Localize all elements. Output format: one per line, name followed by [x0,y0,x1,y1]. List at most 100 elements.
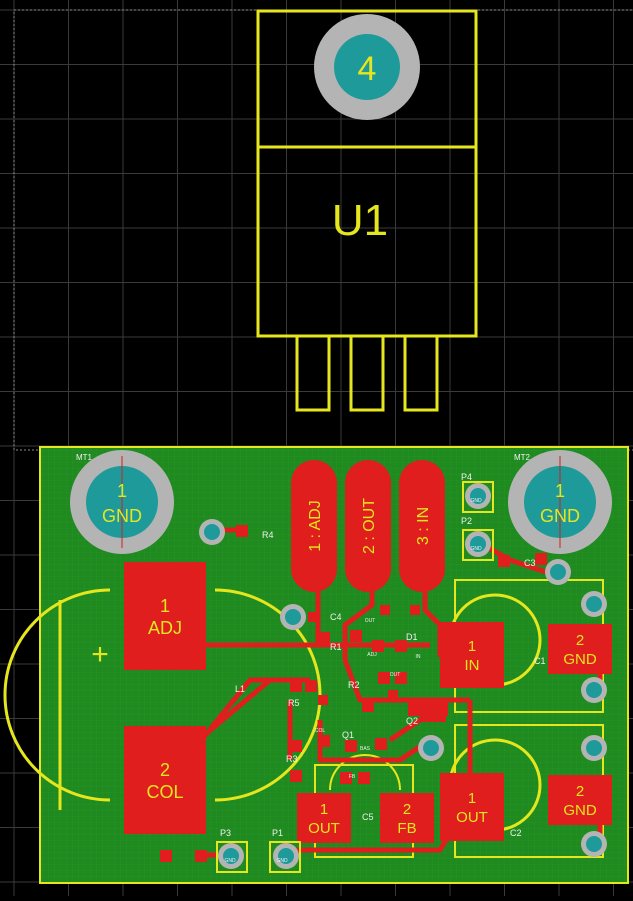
pad-net-label: OUT [365,618,376,624]
via-pads[interactable] [199,481,607,873]
header-outline [462,481,494,513]
large-pad-net: ADJ [148,618,182,638]
smd-pad[interactable] [388,690,398,700]
via[interactable] [586,682,602,698]
smd-pad[interactable] [195,850,207,862]
smd-pad[interactable] [305,680,317,692]
smd-pad[interactable] [420,708,446,722]
large-pad-number: 2 [576,632,584,649]
via[interactable] [550,564,566,580]
u1-pad-shape [399,460,445,592]
smd-pad[interactable] [498,555,510,567]
via[interactable] [586,596,602,612]
large-pad-shape [440,773,504,841]
u1-pad[interactable]: 1 : ADJ [291,460,337,592]
smd-pad[interactable] [375,738,387,750]
mounting-hole-net: GND [102,506,142,526]
designator-r5: R5 [288,698,300,708]
smd-pad[interactable] [318,695,328,705]
smd-pad[interactable] [318,632,330,644]
large-pad[interactable]: 1IN [440,622,504,688]
via[interactable] [470,536,486,552]
pad-net-label: GND [276,858,288,864]
mounting-hole-designator: MT1 [76,453,93,462]
large-pad[interactable]: 2FB [380,793,434,843]
designator-c2: C2 [510,828,522,838]
designator-c4: C4 [330,612,342,622]
mounting-hole-pad-number: 1 [555,481,565,501]
designator-labels: P1P2P3P4R1R2R3R4R5C1C2C3C4C5D1Q1Q2L1GNDG… [220,472,546,864]
mounting-hole-designator: MT2 [514,453,531,462]
svg-text:+: + [91,638,109,671]
via[interactable] [278,848,294,864]
smd-pad[interactable] [308,612,318,622]
designator-c3: C3 [524,558,536,568]
via[interactable] [204,524,220,540]
smd-pad[interactable] [380,605,390,615]
via[interactable] [470,488,486,504]
header-outline [216,841,248,873]
large-pad-shape [297,793,351,843]
smd-pad[interactable] [290,740,302,752]
smd-pad[interactable] [345,740,357,752]
smd-pad[interactable] [395,672,407,684]
large-pad-number: 1 [160,596,170,616]
mounting-hole-net: GND [540,506,580,526]
large-pad-net: GND [563,651,597,668]
smd-pad[interactable] [378,672,390,684]
via[interactable] [586,740,602,756]
u1-pad[interactable]: 2 : OUT [345,460,391,592]
via[interactable] [586,836,602,852]
pad-net-label: BAS [360,746,371,752]
u1-pad-label: 1 : ADJ [307,500,324,552]
designator-q2: Q2 [406,716,418,726]
designator-r4: R4 [262,530,274,540]
u1-designator: U1 [332,196,388,245]
large-pad-net: OUT [308,820,340,837]
large-pad-number: 1 [320,801,328,818]
u1-pad[interactable]: 3 : IN [399,460,445,592]
smd-pad[interactable] [318,735,330,747]
smd-pad[interactable] [410,605,420,615]
smd-pad[interactable] [372,640,384,652]
u1-lead-3 [403,334,439,412]
small-smd-parts[interactable] [160,525,547,862]
smd-pad[interactable] [535,553,547,565]
smd-pad[interactable] [358,772,370,784]
smd-pad[interactable] [340,772,352,784]
via[interactable] [285,609,301,625]
smd-pad[interactable] [395,640,407,652]
trace [342,580,375,660]
designator-p2: P2 [461,516,472,526]
pad-net-label: COL [315,728,326,734]
u1-pad-shape [291,460,337,592]
u1-tab-pad[interactable] [334,34,400,100]
via[interactable] [223,848,239,864]
smd-pad[interactable] [290,770,302,782]
smd-pad[interactable] [160,850,172,862]
u1-component[interactable]: 4 U1 [256,9,478,412]
designator-c5: C5 [362,812,374,822]
u1-lead-1 [295,334,331,412]
smd-pad[interactable] [290,680,302,692]
smd-pad[interactable] [350,630,362,642]
smd-pad[interactable] [362,700,374,712]
large-pad-number: 1 [468,638,476,655]
designator-r1: R1 [330,642,342,652]
large-pad-shape [380,793,434,843]
smd-pad[interactable] [236,525,248,537]
via[interactable] [423,740,439,756]
